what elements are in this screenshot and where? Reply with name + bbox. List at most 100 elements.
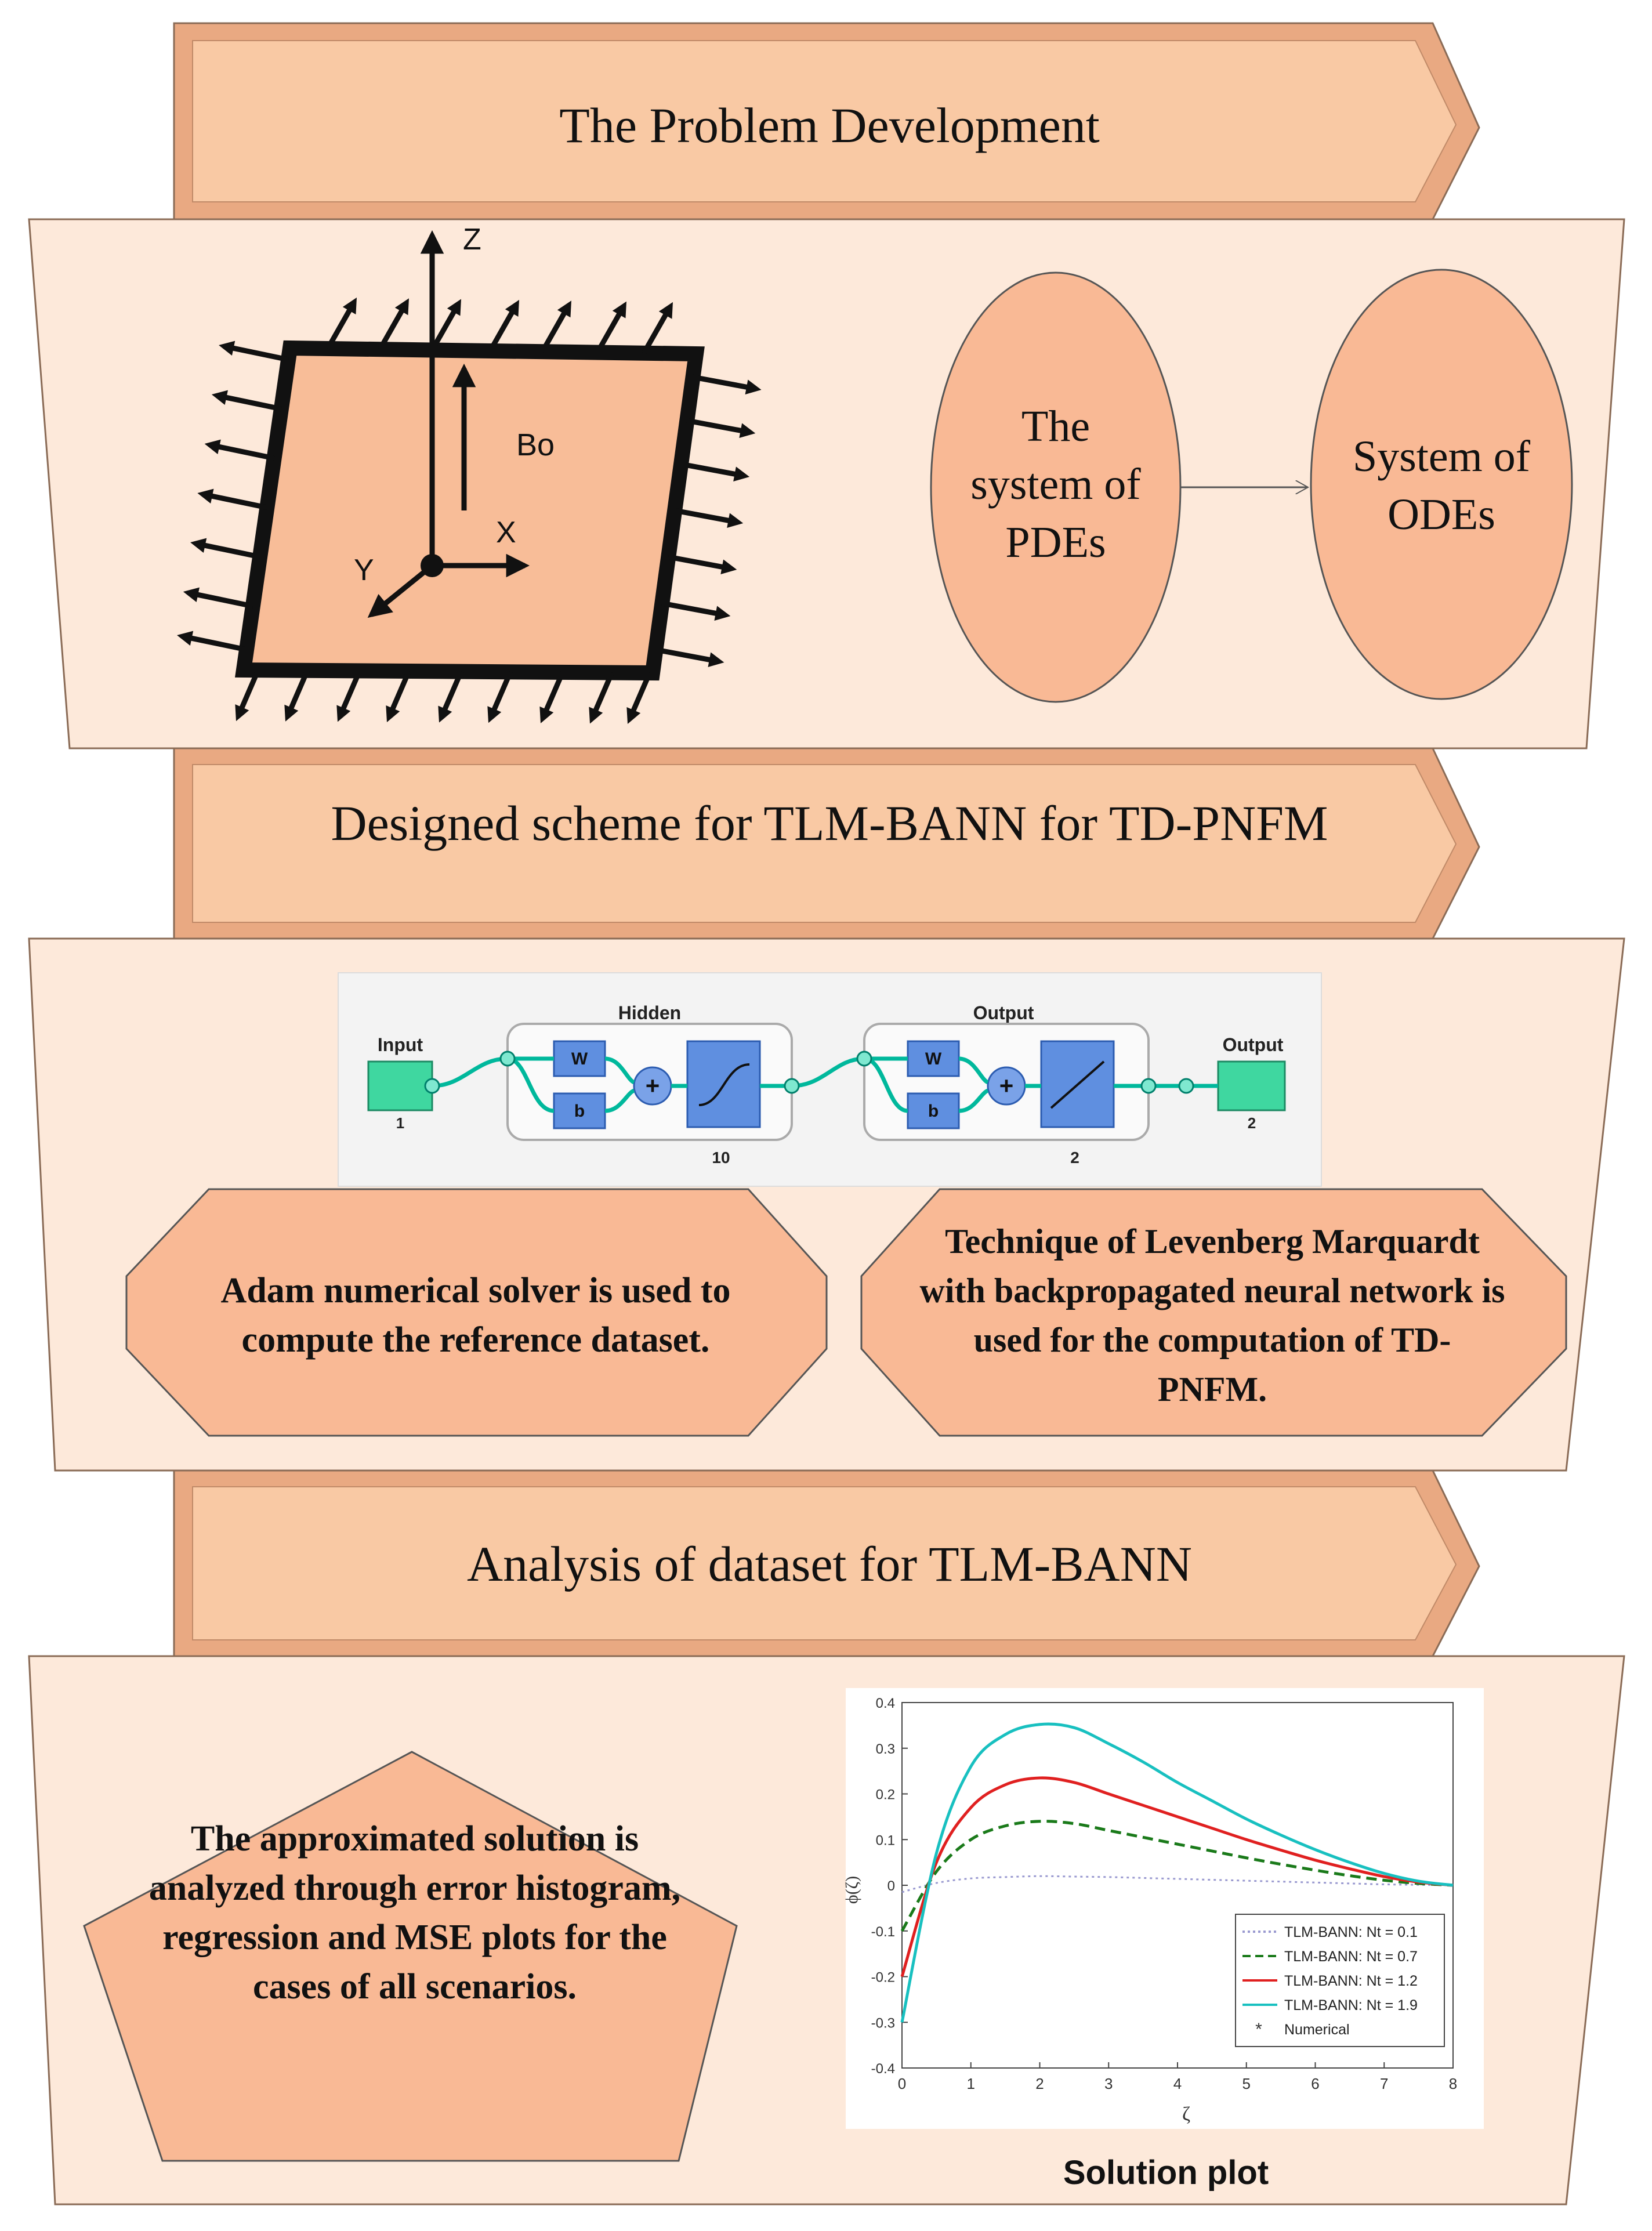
plot-caption: Solution plot xyxy=(1063,2154,1269,2192)
field-label: Bo xyxy=(516,428,555,462)
field-arrow-bottom-0 xyxy=(235,669,261,722)
field-arrow-bottom-1 xyxy=(284,669,310,722)
field-arrow-left-5 xyxy=(183,587,253,609)
output-weight-label: W xyxy=(925,1049,942,1069)
ode-line-2: ODEs xyxy=(1387,490,1495,539)
ode-line-1: System of xyxy=(1353,432,1531,481)
output-sum-label: + xyxy=(999,1072,1014,1099)
field-arrow-bottom-4 xyxy=(438,670,464,723)
x-tick-label: 7 xyxy=(1380,2075,1388,2092)
output-count: 2 xyxy=(1248,1114,1256,1132)
field-arrow-right-6 xyxy=(655,647,724,668)
y-axis xyxy=(367,563,434,618)
field-arrow-top-6 xyxy=(642,302,673,354)
pentagon-line-4: cases of all scenarios. xyxy=(253,1967,577,2007)
pentagon-line-2: analyzed through error histogram, xyxy=(149,1868,680,1908)
banner-analysis-title: Analysis of dataset for TLM-BANN xyxy=(467,1536,1192,1592)
field-arrow-top-4 xyxy=(540,300,571,353)
octagon-adam-line-1: Adam numerical solver is used to xyxy=(221,1271,731,1310)
hidden-bias-label: b xyxy=(574,1102,585,1121)
y-axis-label: Y xyxy=(354,553,374,587)
x-tick-label: 0 xyxy=(898,2075,906,2092)
x-tick-label: 4 xyxy=(1173,2075,1182,2092)
hidden-label: Hidden xyxy=(618,1002,681,1023)
input-node xyxy=(367,1060,433,1111)
octagon-lm-line-4: PNFM. xyxy=(1158,1370,1267,1408)
network-diagram: Input 1 Hidden W b + 10 Output W b + 2 O… xyxy=(338,972,1322,1187)
banner-problem-title: The Problem Development xyxy=(559,97,1100,153)
y-tick-label: 0 xyxy=(887,1878,895,1894)
x-axis-label: X xyxy=(496,516,516,549)
output-label: Output xyxy=(1223,1034,1284,1055)
field-arrow-bottom-2 xyxy=(336,669,363,722)
legend-label-3: TLM-BANN: Nt = 1.9 xyxy=(1284,1997,1418,2013)
field-arrow-top-5 xyxy=(595,301,626,354)
field-arrow-bottom-5 xyxy=(487,671,513,723)
y-tick-label: -0.1 xyxy=(871,1924,895,1940)
hidden-weight-label: W xyxy=(571,1049,588,1069)
plate-diagram: Z X Y Bo xyxy=(177,223,762,724)
field-arrow-left-4 xyxy=(190,538,261,560)
plot-ylabel: ϕ(ζ) xyxy=(842,1876,861,1904)
input-label: Input xyxy=(378,1034,423,1055)
field-arrow-left-1 xyxy=(211,390,282,412)
banner-scheme: Designed scheme for TLM-BANN for TD-PNFM xyxy=(173,747,1480,940)
output-bias-label: b xyxy=(928,1102,939,1121)
hidden-sum-label: + xyxy=(646,1072,660,1099)
y-tick-label: -0.3 xyxy=(871,2015,895,2031)
hidden-count: 10 xyxy=(712,1149,730,1167)
legend-label-2: TLM-BANN: Nt = 1.2 xyxy=(1284,1973,1418,1989)
x-tick-label: 5 xyxy=(1242,2075,1251,2092)
banner-scheme-title: Designed scheme for TLM-BANN for TD-PNFM xyxy=(331,795,1328,851)
plot-xlabel: ζ xyxy=(1182,2103,1190,2125)
field-arrow-right-3 xyxy=(674,508,744,528)
input-count: 1 xyxy=(396,1114,404,1132)
field-arrow-top-0 xyxy=(325,297,357,350)
banner-problem: The Problem Development xyxy=(173,22,1480,220)
x-tick-label: 2 xyxy=(1035,2075,1044,2092)
plot-series xyxy=(900,1722,1454,2023)
linear-icon xyxy=(1050,1060,1105,1109)
series-line-3 xyxy=(900,1722,1454,2023)
field-arrow-top-1 xyxy=(378,298,409,351)
x-tick-label: 6 xyxy=(1311,2075,1319,2092)
y-tick-label: 0.4 xyxy=(876,1696,895,1711)
field-arrow-left-6 xyxy=(177,631,247,653)
ellipse-odes: System of ODEs xyxy=(1310,269,1573,700)
field-arrow-left-2 xyxy=(204,439,275,461)
y-tick-label: -0.4 xyxy=(871,2061,895,2077)
pde-line-3: PDEs xyxy=(1005,518,1106,567)
y-tick-label: -0.2 xyxy=(871,1970,895,1986)
legend-box xyxy=(1235,1914,1445,2047)
field-arrow-right-4 xyxy=(668,554,737,575)
field-arrow-bottom-8 xyxy=(626,672,653,724)
field-arrow-right-5 xyxy=(661,600,731,621)
z-axis-label: Z xyxy=(463,223,481,256)
octagon-adam-line-2: compute the reference dataset. xyxy=(242,1320,710,1360)
field-arrow-top-3 xyxy=(488,299,519,353)
plot-background xyxy=(846,1688,1484,2129)
octagon-lm-line-3: used for the computation of TD- xyxy=(974,1321,1451,1359)
ellipse-pdes: The system of PDEs xyxy=(930,271,1182,703)
field-arrow-left-3 xyxy=(197,488,268,510)
field-arrow-bottom-6 xyxy=(539,671,566,723)
y-tick-label: 0.3 xyxy=(876,1741,895,1757)
legend-label-1: TLM-BANN: Nt = 0.7 xyxy=(1284,1948,1418,1965)
banner-analysis: Analysis of dataset for TLM-BANN xyxy=(173,1469,1480,1657)
output-node xyxy=(1217,1060,1286,1111)
legend-marker-4: * xyxy=(1255,2020,1262,2039)
origin-dot xyxy=(421,554,444,577)
plate xyxy=(235,340,705,681)
pentagon-analysis: The approximated solution is analyzed th… xyxy=(83,1751,738,2162)
sigmoid-icon xyxy=(698,1063,750,1106)
x-tick-label: 3 xyxy=(1104,2075,1113,2092)
x-tick-label: 1 xyxy=(967,2075,975,2092)
output-layer-count: 2 xyxy=(1070,1149,1079,1167)
series-line-1 xyxy=(900,1820,1454,1932)
series-line-0 xyxy=(901,1875,1454,1893)
field-arrow-right-0 xyxy=(692,374,762,395)
octagon-lm-line-1: Technique of Levenberg Marquardt xyxy=(945,1222,1480,1261)
